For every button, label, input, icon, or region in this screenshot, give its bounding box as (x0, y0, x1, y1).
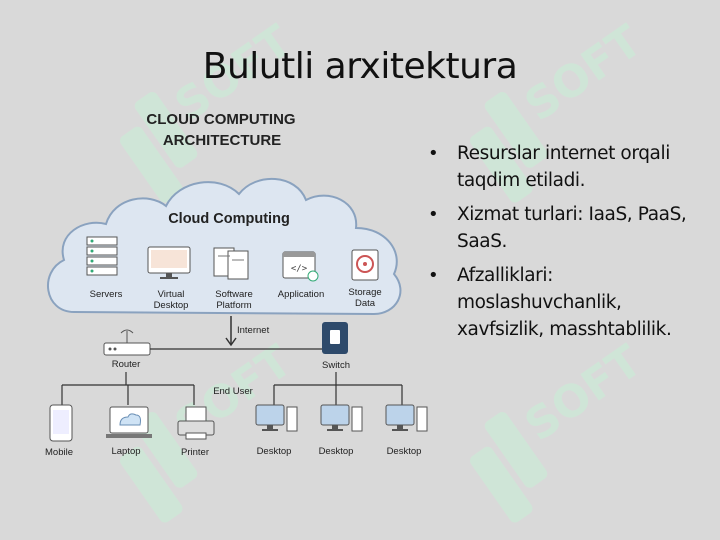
bullet-marker: • (428, 204, 439, 225)
router-icon (103, 329, 151, 356)
service-label: Application (278, 289, 324, 300)
bullet-text: Resurslar internet orqali taqdim etiladi… (457, 143, 670, 191)
desktop-icon (320, 404, 363, 432)
service-label: Virtual (158, 289, 185, 300)
bullet-marker: • (428, 143, 439, 164)
service-label: Platform (216, 300, 251, 311)
bullet-item: • Afzalliklari: moslashuvchanlik, xavfsi… (428, 262, 703, 343)
service-label: Data (355, 298, 376, 309)
switch-icon (322, 322, 348, 354)
internet-arrow-head (225, 337, 237, 347)
bullet-item: • Resurslar internet orqali taqdim etila… (428, 140, 703, 194)
device-label: Printer (181, 447, 209, 458)
internet-label: Internet (237, 325, 270, 336)
bullet-marker: • (428, 265, 439, 286)
end-user-label: End User (213, 386, 253, 397)
service-label: Desktop (154, 300, 189, 311)
cloud-architecture-diagram: CLOUD COMPUTING ARCHITECTURE Cloud Compu… (45, 111, 428, 458)
bullet-text: Xizmat turlari: IaaS, PaaS, SaaS. (457, 204, 687, 252)
device-label: Desktop (387, 446, 422, 457)
switch-label: Switch (322, 360, 350, 371)
slide-title: Bulutli arxitektura (202, 46, 518, 87)
desktop-icon (255, 404, 298, 432)
svg-text:SOFT: SOFT (516, 336, 651, 452)
application-icon: </> (282, 251, 319, 282)
bullet-item: • Xizmat turlari: IaaS, PaaS, SaaS. (428, 201, 703, 255)
bullet-text: Afzalliklari: moslashuvchanlik, xavfsizl… (457, 265, 672, 340)
servers-icon (86, 236, 118, 276)
service-label: Software (215, 289, 253, 300)
laptop-icon (106, 406, 152, 438)
device-label: Desktop (319, 446, 354, 457)
device-label: Desktop (257, 446, 292, 457)
storage-data-icon (351, 249, 379, 281)
cloud-label: Cloud Computing (168, 211, 290, 227)
bullet-list: • Resurslar internet orqali taqdim etila… (428, 140, 703, 350)
service-label: Storage (348, 287, 381, 298)
desktop-icon (385, 404, 428, 432)
diagram-heading-line2: ARCHITECTURE (163, 132, 281, 149)
software-platform-icon (213, 247, 249, 280)
device-label: Mobile (45, 447, 73, 458)
router-label: Router (112, 359, 141, 370)
svg-text:</>: </> (291, 264, 308, 274)
virtual-desktop-icon (147, 246, 191, 279)
printer-icon (177, 406, 215, 440)
diagram-heading-line1: CLOUD COMPUTING (146, 111, 295, 128)
device-label: Laptop (111, 446, 140, 457)
mobile-icon (49, 404, 73, 442)
service-label: Servers (90, 289, 123, 300)
